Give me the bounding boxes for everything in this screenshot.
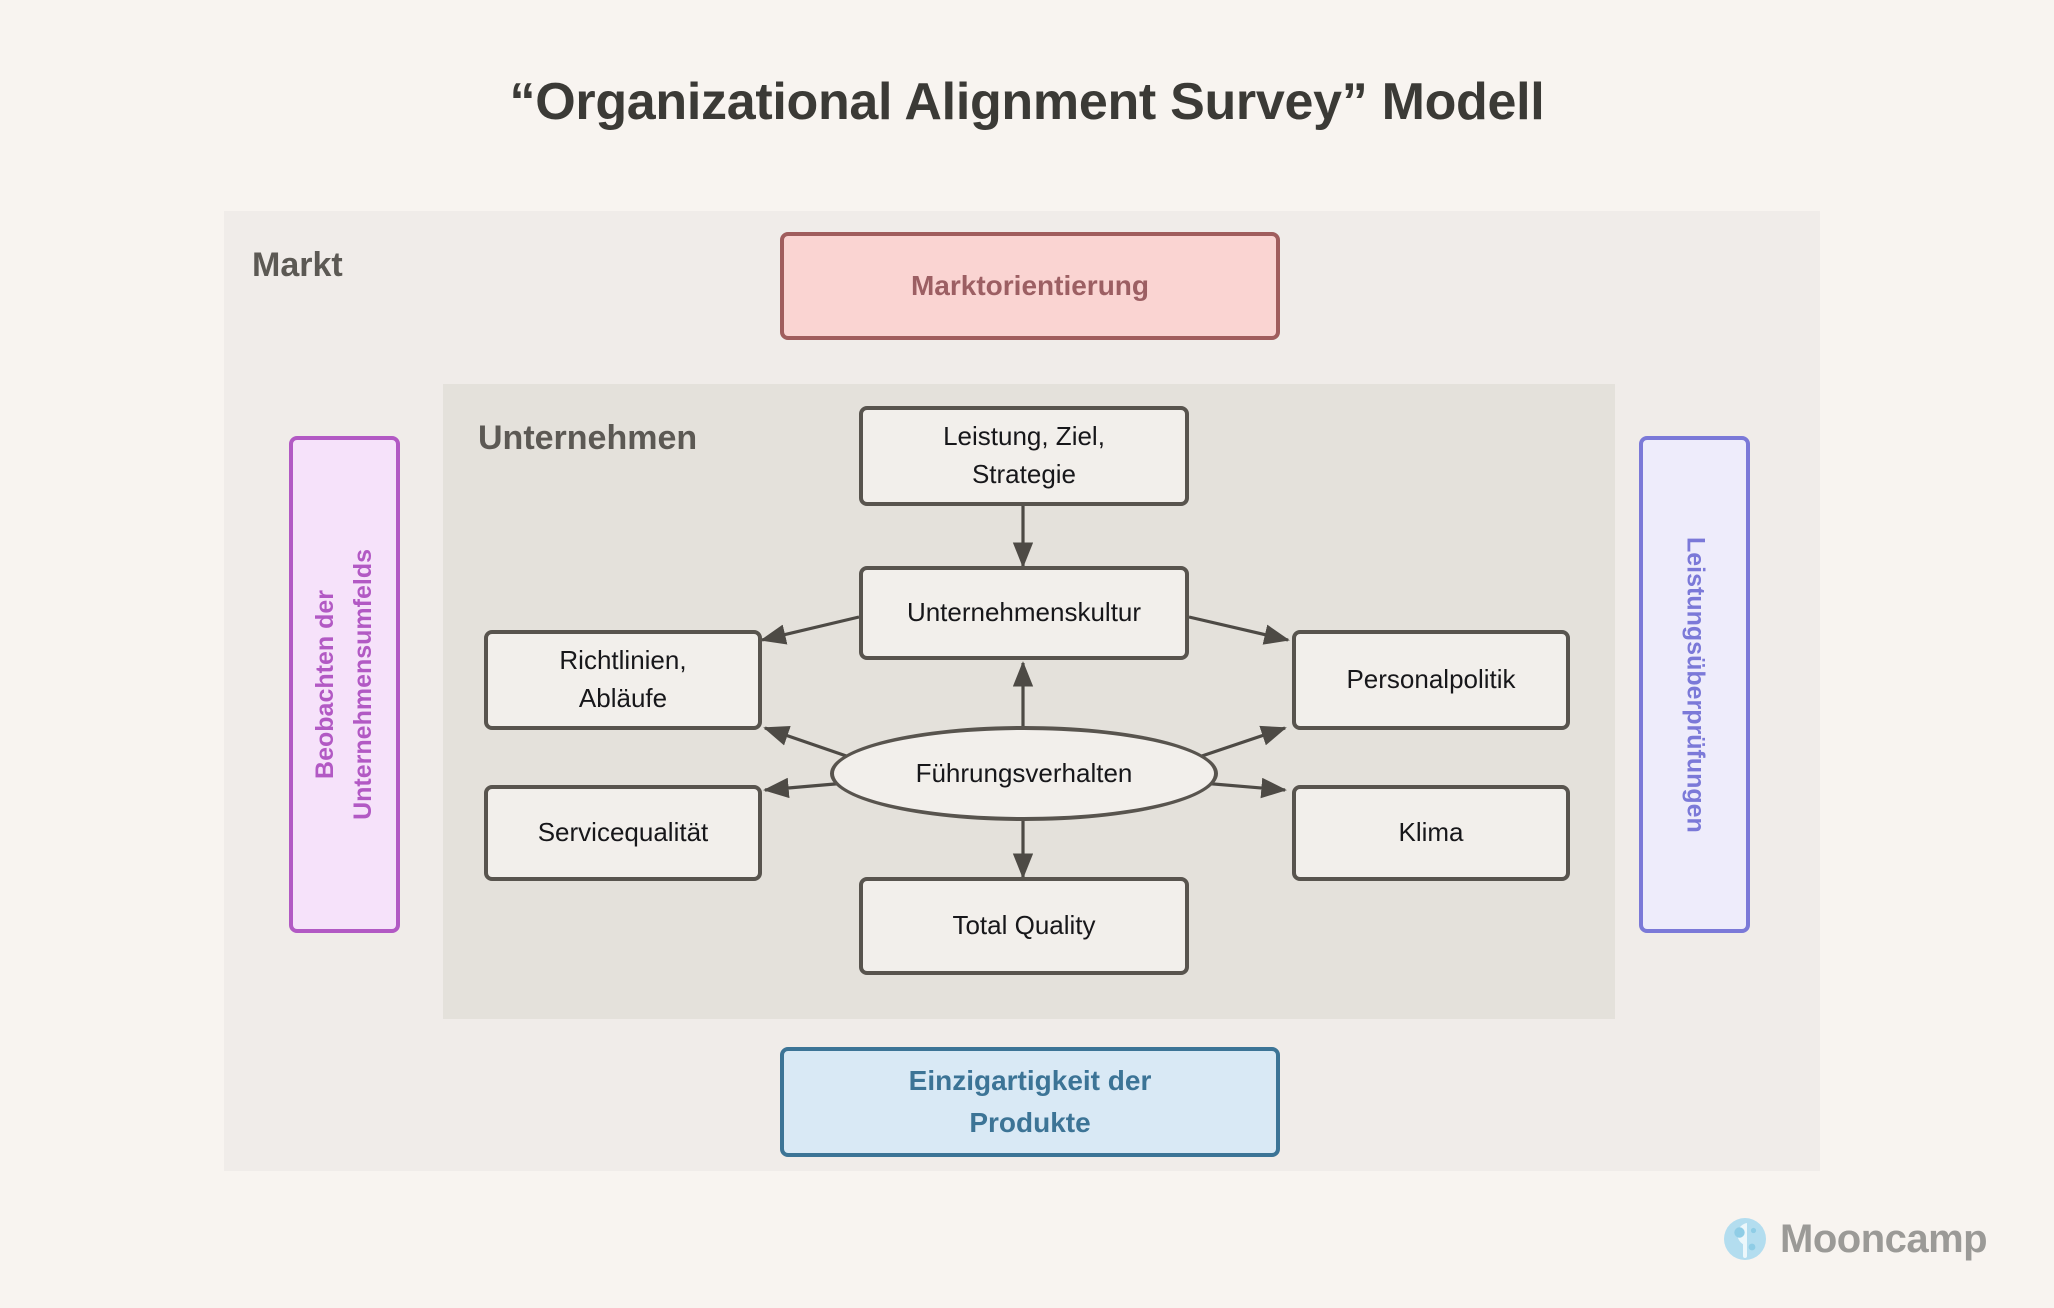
einzigartigkeit-line1: Einzigartigkeit der — [908, 1065, 1152, 1096]
mooncamp-logo[interactable]: Mooncamp — [1722, 1216, 1988, 1262]
node-leistung-ziel-strategie[interactable]: Leistung, Ziel, Strategie — [859, 406, 1189, 506]
node-strategie-line2: Strategie — [971, 459, 1077, 489]
node-unternehmenskultur[interactable]: Unternehmenskultur — [859, 566, 1189, 660]
node-total-quality-label: Total Quality — [952, 910, 1096, 941]
marktorientierung-box[interactable]: Marktorientierung — [780, 232, 1280, 340]
node-fuehrungsverhalten[interactable]: Führungsverhalten — [830, 726, 1218, 821]
node-richtlinien-line1: Richtlinien, — [559, 645, 687, 676]
einzigartigkeit-box[interactable]: Einzigartigkeit der Produkte — [780, 1047, 1280, 1157]
node-fuehrungsverhalten-label: Führungsverhalten — [915, 758, 1133, 788]
node-richtlinien-line2: Abläufe — [578, 683, 668, 713]
marktorientierung-label: Marktorientierung — [910, 270, 1150, 301]
markt-label: Markt — [252, 246, 343, 284]
leistungsueberpruefungen-label: Leistungsüberprüfungen — [1681, 536, 1710, 833]
node-personalpolitik[interactable]: Personalpolitik — [1292, 630, 1570, 730]
beobachten-box[interactable]: Beobachten der Unternehmensumfelds — [289, 436, 400, 933]
node-klima[interactable]: Klima — [1292, 785, 1570, 881]
node-unternehmenskultur-label: Unternehmenskultur — [906, 597, 1142, 628]
leistungsueberpruefungen-box[interactable]: Leistungsüberprüfungen — [1639, 436, 1750, 933]
page-title: “Organizational Alignment Survey” Modell — [509, 73, 1545, 131]
node-total-quality[interactable]: Total Quality — [859, 877, 1189, 975]
beobachten-line1: Beobachten der — [311, 590, 339, 779]
moon-icon — [1724, 1218, 1766, 1260]
unternehmen-label: Unternehmen — [478, 419, 698, 457]
node-servicequalitaet-label: Servicequalität — [537, 817, 709, 848]
node-klima-label: Klima — [1398, 817, 1464, 848]
node-strategie-line1: Leistung, Ziel, — [943, 421, 1105, 452]
node-richtlinien-ablaeufe[interactable]: Richtlinien, Abläufe — [484, 630, 762, 730]
einzigartigkeit-line2: Produkte — [969, 1107, 1091, 1138]
mooncamp-wordmark: Mooncamp — [1780, 1216, 1988, 1261]
beobachten-line2: Unternehmensumfelds — [348, 549, 377, 820]
node-personalpolitik-label: Personalpolitik — [1346, 664, 1516, 695]
node-servicequalitaet[interactable]: Servicequalität — [484, 785, 762, 881]
